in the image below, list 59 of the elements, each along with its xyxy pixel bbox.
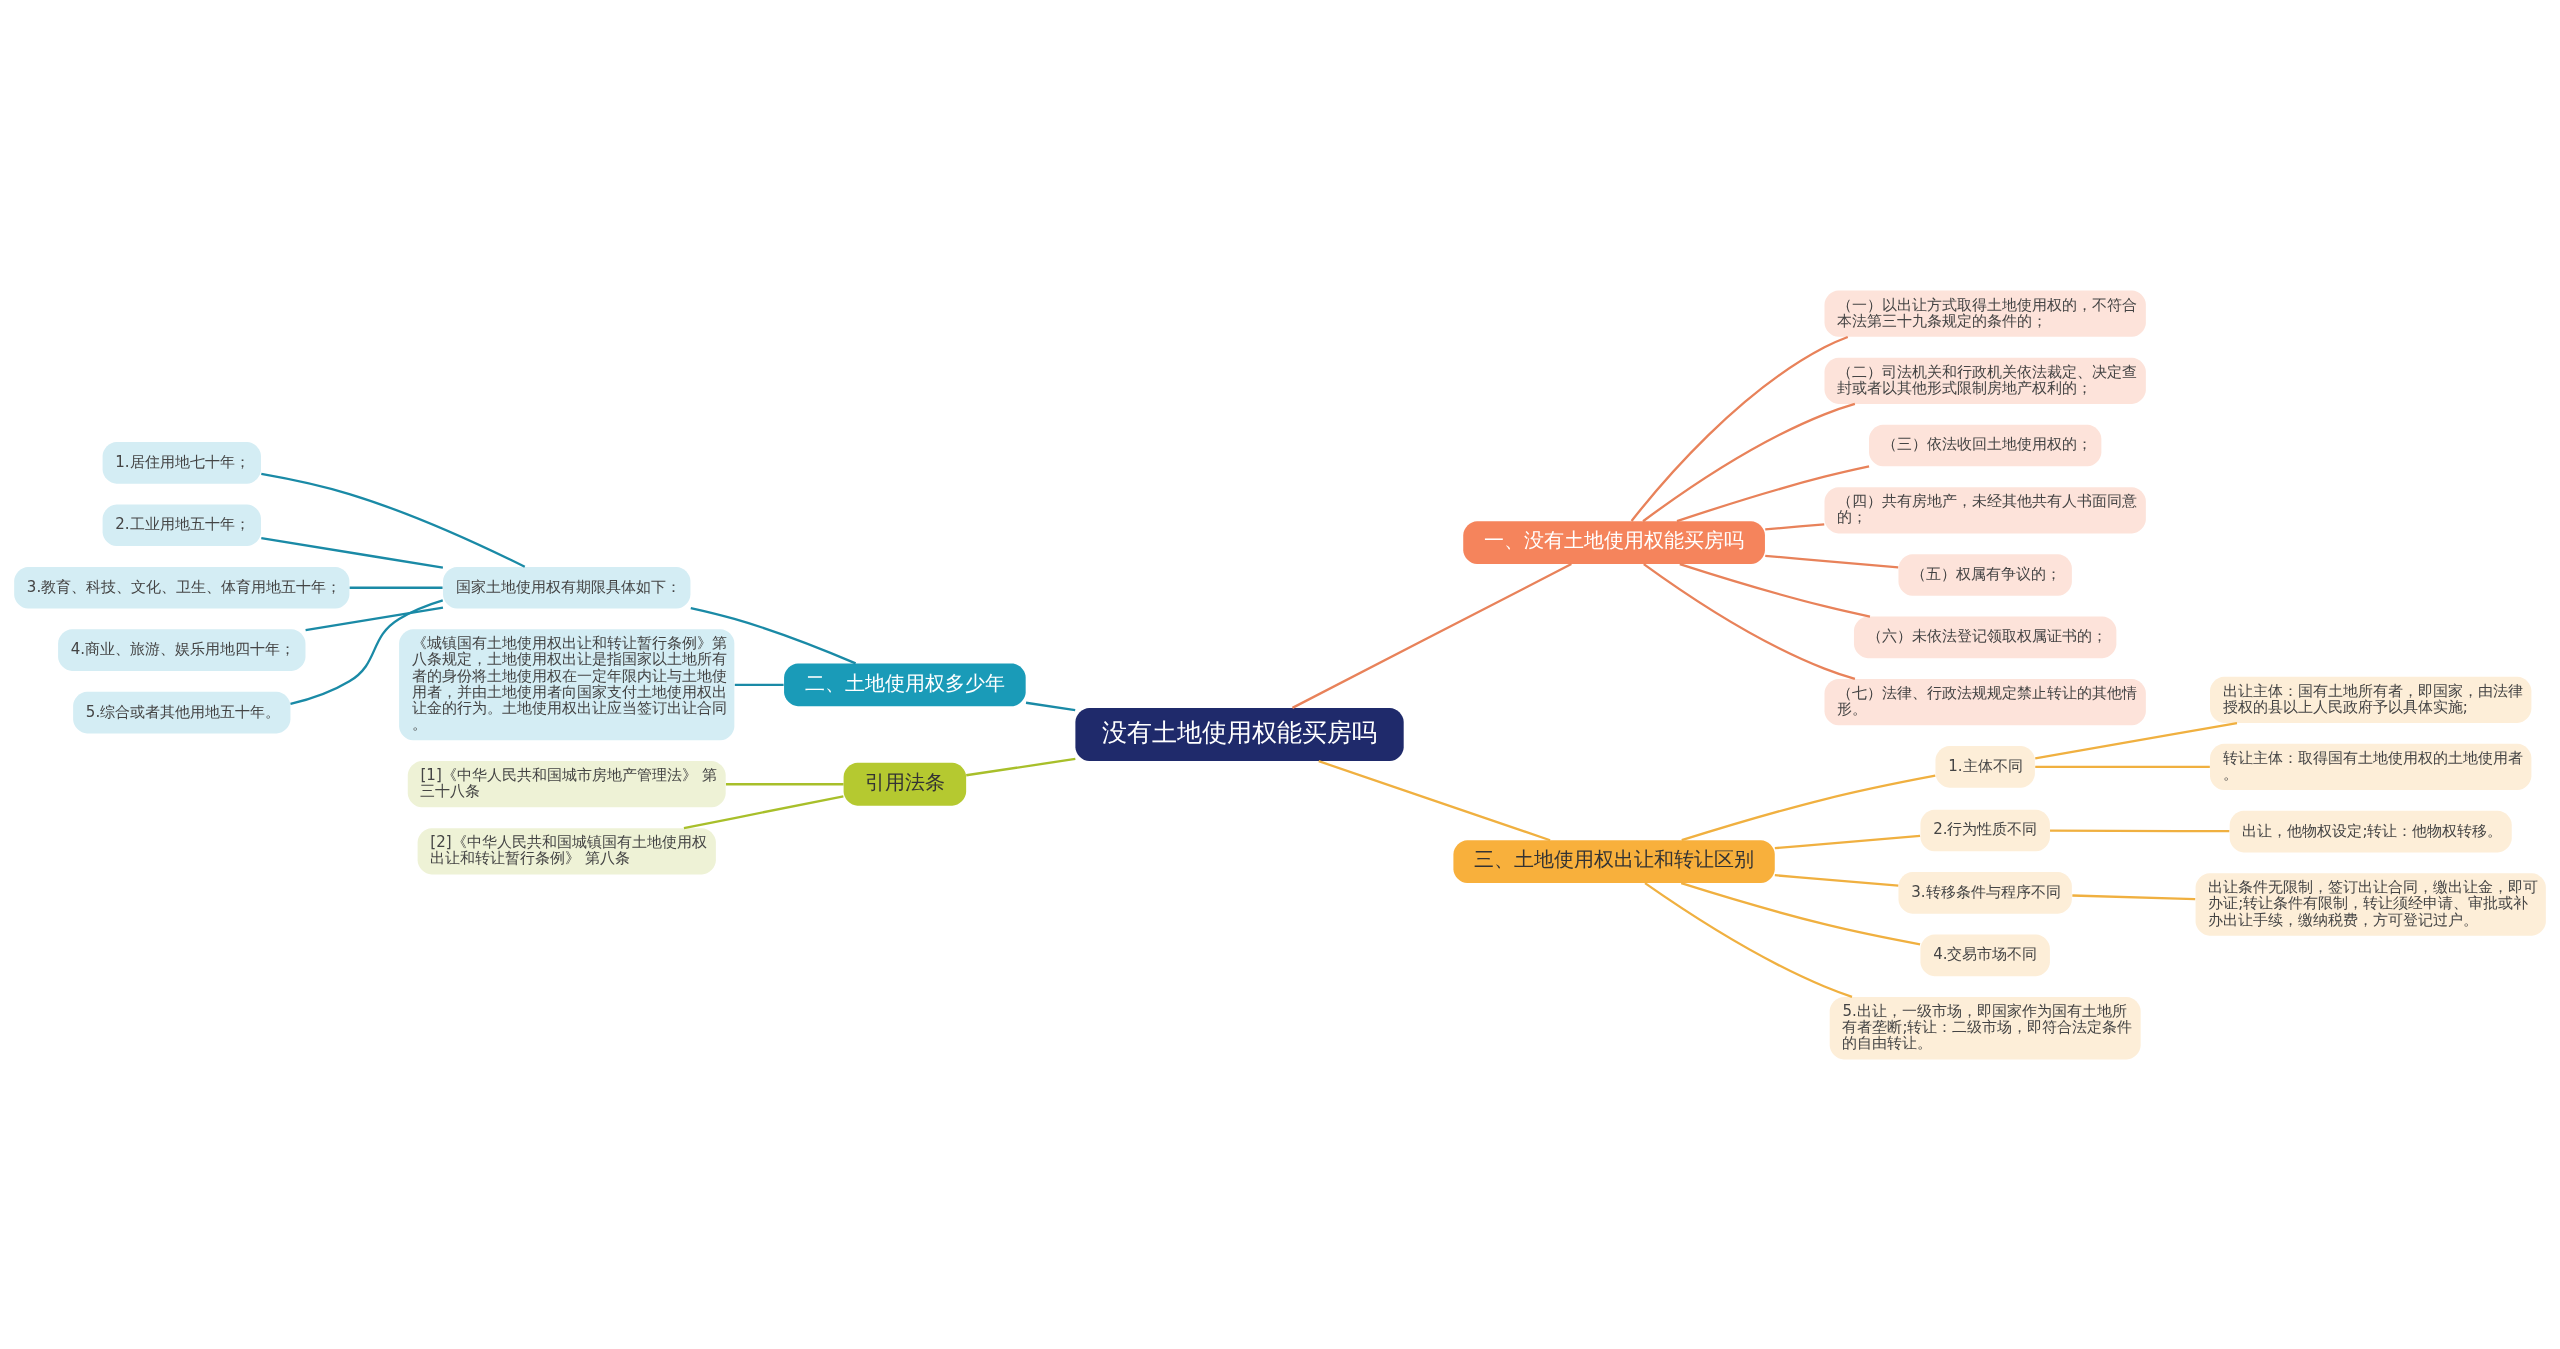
node-box: 国家土地使用权有期限具体如下： [443,566,691,609]
connector [1680,881,1921,945]
connector [2072,893,2196,900]
node-box: 《城镇国有土地使用权出让和转让暂行条例》第八条规定，土地使用权出让是指国家以土地所有者的身份将土地使用权在一定年限内让与土地使用者，并由土地使用者向国家支付土地使用权出让金的行为。土地使用权出让应当签订出让合同。 [399,628,735,740]
node-box: 没有土地使用权能买房吗 [1075,707,1404,761]
connector [725,782,844,785]
node-box: 1.主体不同 [1935,745,2035,788]
node-box: 5.出让，一级市场，即国家作为国有土地所有者垄断;转让：二级市场，即符合法定条件的自由转让。 [1829,996,2141,1059]
connector [2035,765,2210,768]
connector [2035,721,2238,759]
node-box: （一）以出让方式取得土地使用权的，不符合本法第三十九条规定的条件的； [1824,290,2146,337]
node-box: 2.工业用地五十年； [102,504,261,546]
node-box: （四）共有房地产，未经其他共有人书面同意的； [1824,486,2146,533]
node-box: 转让主体：取得国有土地使用权的土地使用者。 [2210,743,2532,790]
node-box: 出让条件无限制，签订出让合同，缴出让金，即可办证;转让条件有限制，转让须经申请、审批或补办出让手续，缴纳税费，方可登记过户。 [2195,872,2546,936]
connector [1676,464,1870,522]
connector [683,794,844,829]
node-box: 1.居住用地七十年； [102,441,261,484]
connector [734,683,784,686]
connector [349,586,443,589]
node-box: （七）法律、行政法规规定禁止转让的其他情形。 [1824,678,2146,725]
node-box: 一、没有土地使用权能买房吗 [1463,520,1765,564]
node-box: 2.行为性质不同 [1920,809,2050,851]
connector [1644,881,1853,998]
connector [1318,759,1551,841]
node-box: （二）司法机关和行政机关依法裁定、决定查封或者以其他形式限制房地产权利的； [1824,357,2146,404]
node-box: 4.交易市场不同 [1920,934,2050,976]
connector [1643,562,1856,680]
node-box: 4.商业、旅游、娱乐用地四十年； [58,628,306,671]
node-box: [1]《中华人民共和国城市房地产管理法》 第三十八条 [407,760,726,807]
connector [305,606,444,631]
connector [1291,562,1572,709]
connector [690,606,857,664]
node-box: 3.教育、科技、文化、卫生、体育用地五十年； [14,566,350,609]
node-box: （六）未依法登记领取权属证书的； [1853,616,2117,658]
connector [1765,554,1899,569]
node-box: 引用法条 [843,762,967,806]
node-box: 二、土地使用权多少年 [784,662,1026,706]
connector [1025,701,1076,711]
connector [1774,834,1921,849]
connector [1774,873,1899,887]
node-box: 5.综合或者其他用地五十年。 [73,691,291,733]
node-box: [2]《中华人民共和国城镇国有土地使用权出让和转让暂行条例》 第八条 [417,827,716,874]
connector [261,536,444,569]
connector [290,598,444,705]
node-box: 出让，他物权设定;转让：他物权转移。 [2229,810,2512,852]
node-box: 出让主体：国有土地所有者，即国家，由法律授权的县以上人民政府予以具体实施; [2210,676,2532,723]
connector [2050,829,2230,832]
connector [1765,522,1825,531]
connector [1630,335,1849,522]
node-box: （三）依法收回土地使用权的； [1869,424,2102,466]
node-box: （五）权属有争议的； [1898,553,2072,596]
connector [966,757,1076,776]
connector [261,472,526,568]
node-box: 3.转移条件与程序不同 [1898,871,2072,914]
connector [1642,402,1856,522]
connector [1681,774,1936,841]
connector [1679,562,1871,618]
node-box: 三、土地使用权出让和转让区别 [1453,839,1775,883]
